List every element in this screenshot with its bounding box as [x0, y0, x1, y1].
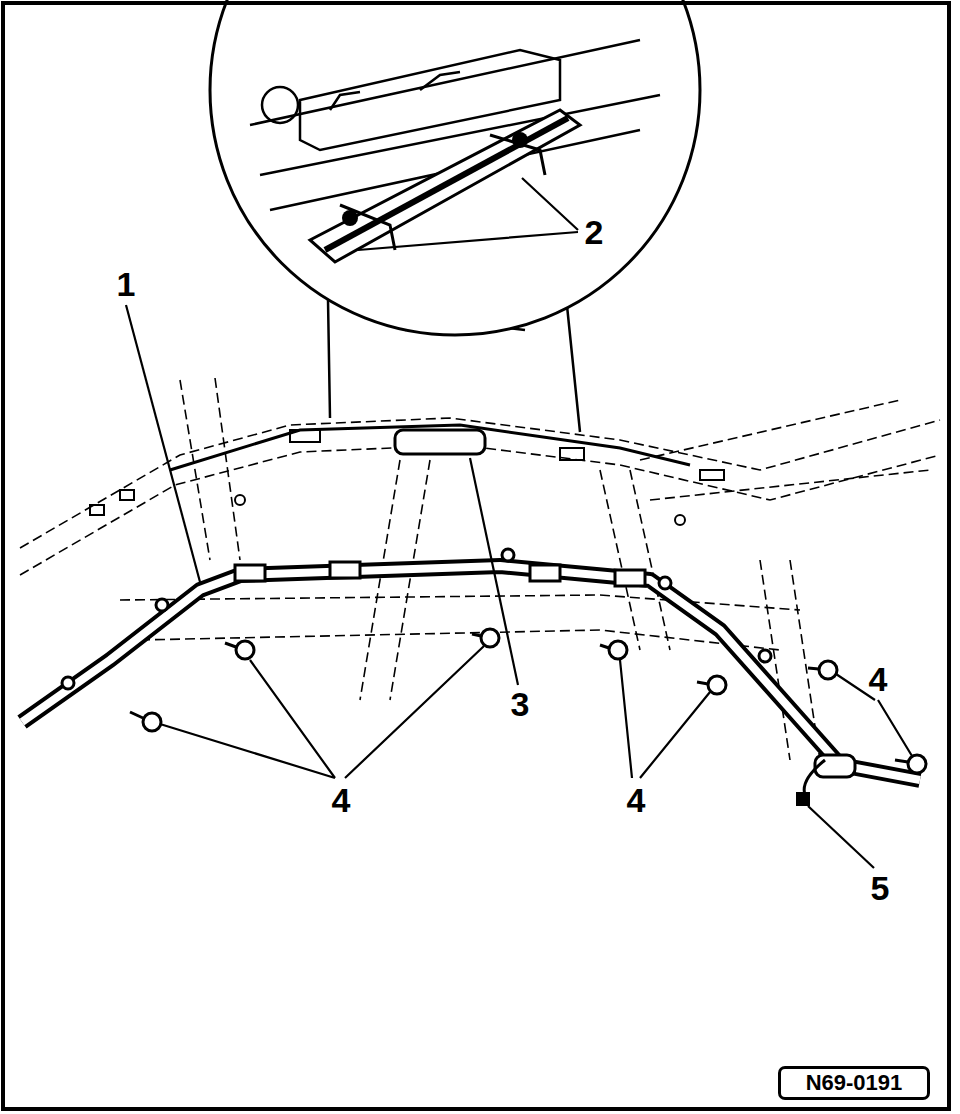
callout-number: 4: [627, 783, 646, 817]
callout-number: 4: [332, 783, 351, 817]
detail-airbag: [310, 110, 580, 262]
callout-number: 5: [871, 871, 890, 905]
figure-code: N69-0191: [806, 1072, 903, 1094]
body-details: [90, 430, 724, 525]
screws: [143, 629, 926, 773]
curtain-airbag: [22, 566, 920, 780]
roof-rail: [170, 425, 690, 470]
screw-shanks: [130, 634, 908, 762]
callout-number: 2: [585, 215, 604, 249]
frame: [3, 3, 949, 1109]
figure-code-box: N69-0191: [778, 1066, 930, 1100]
callout-number: 3: [511, 687, 530, 721]
grab-handle: [395, 430, 485, 454]
detail-circle: [210, 0, 700, 335]
frame: [3, 3, 949, 1109]
leader-lines: [126, 178, 912, 868]
callout-number: 1: [117, 267, 136, 301]
curtain-airbag: [22, 566, 920, 780]
callout-number: 4: [869, 662, 888, 696]
gas-generator: [796, 755, 855, 806]
airbag-clips: [62, 549, 771, 689]
